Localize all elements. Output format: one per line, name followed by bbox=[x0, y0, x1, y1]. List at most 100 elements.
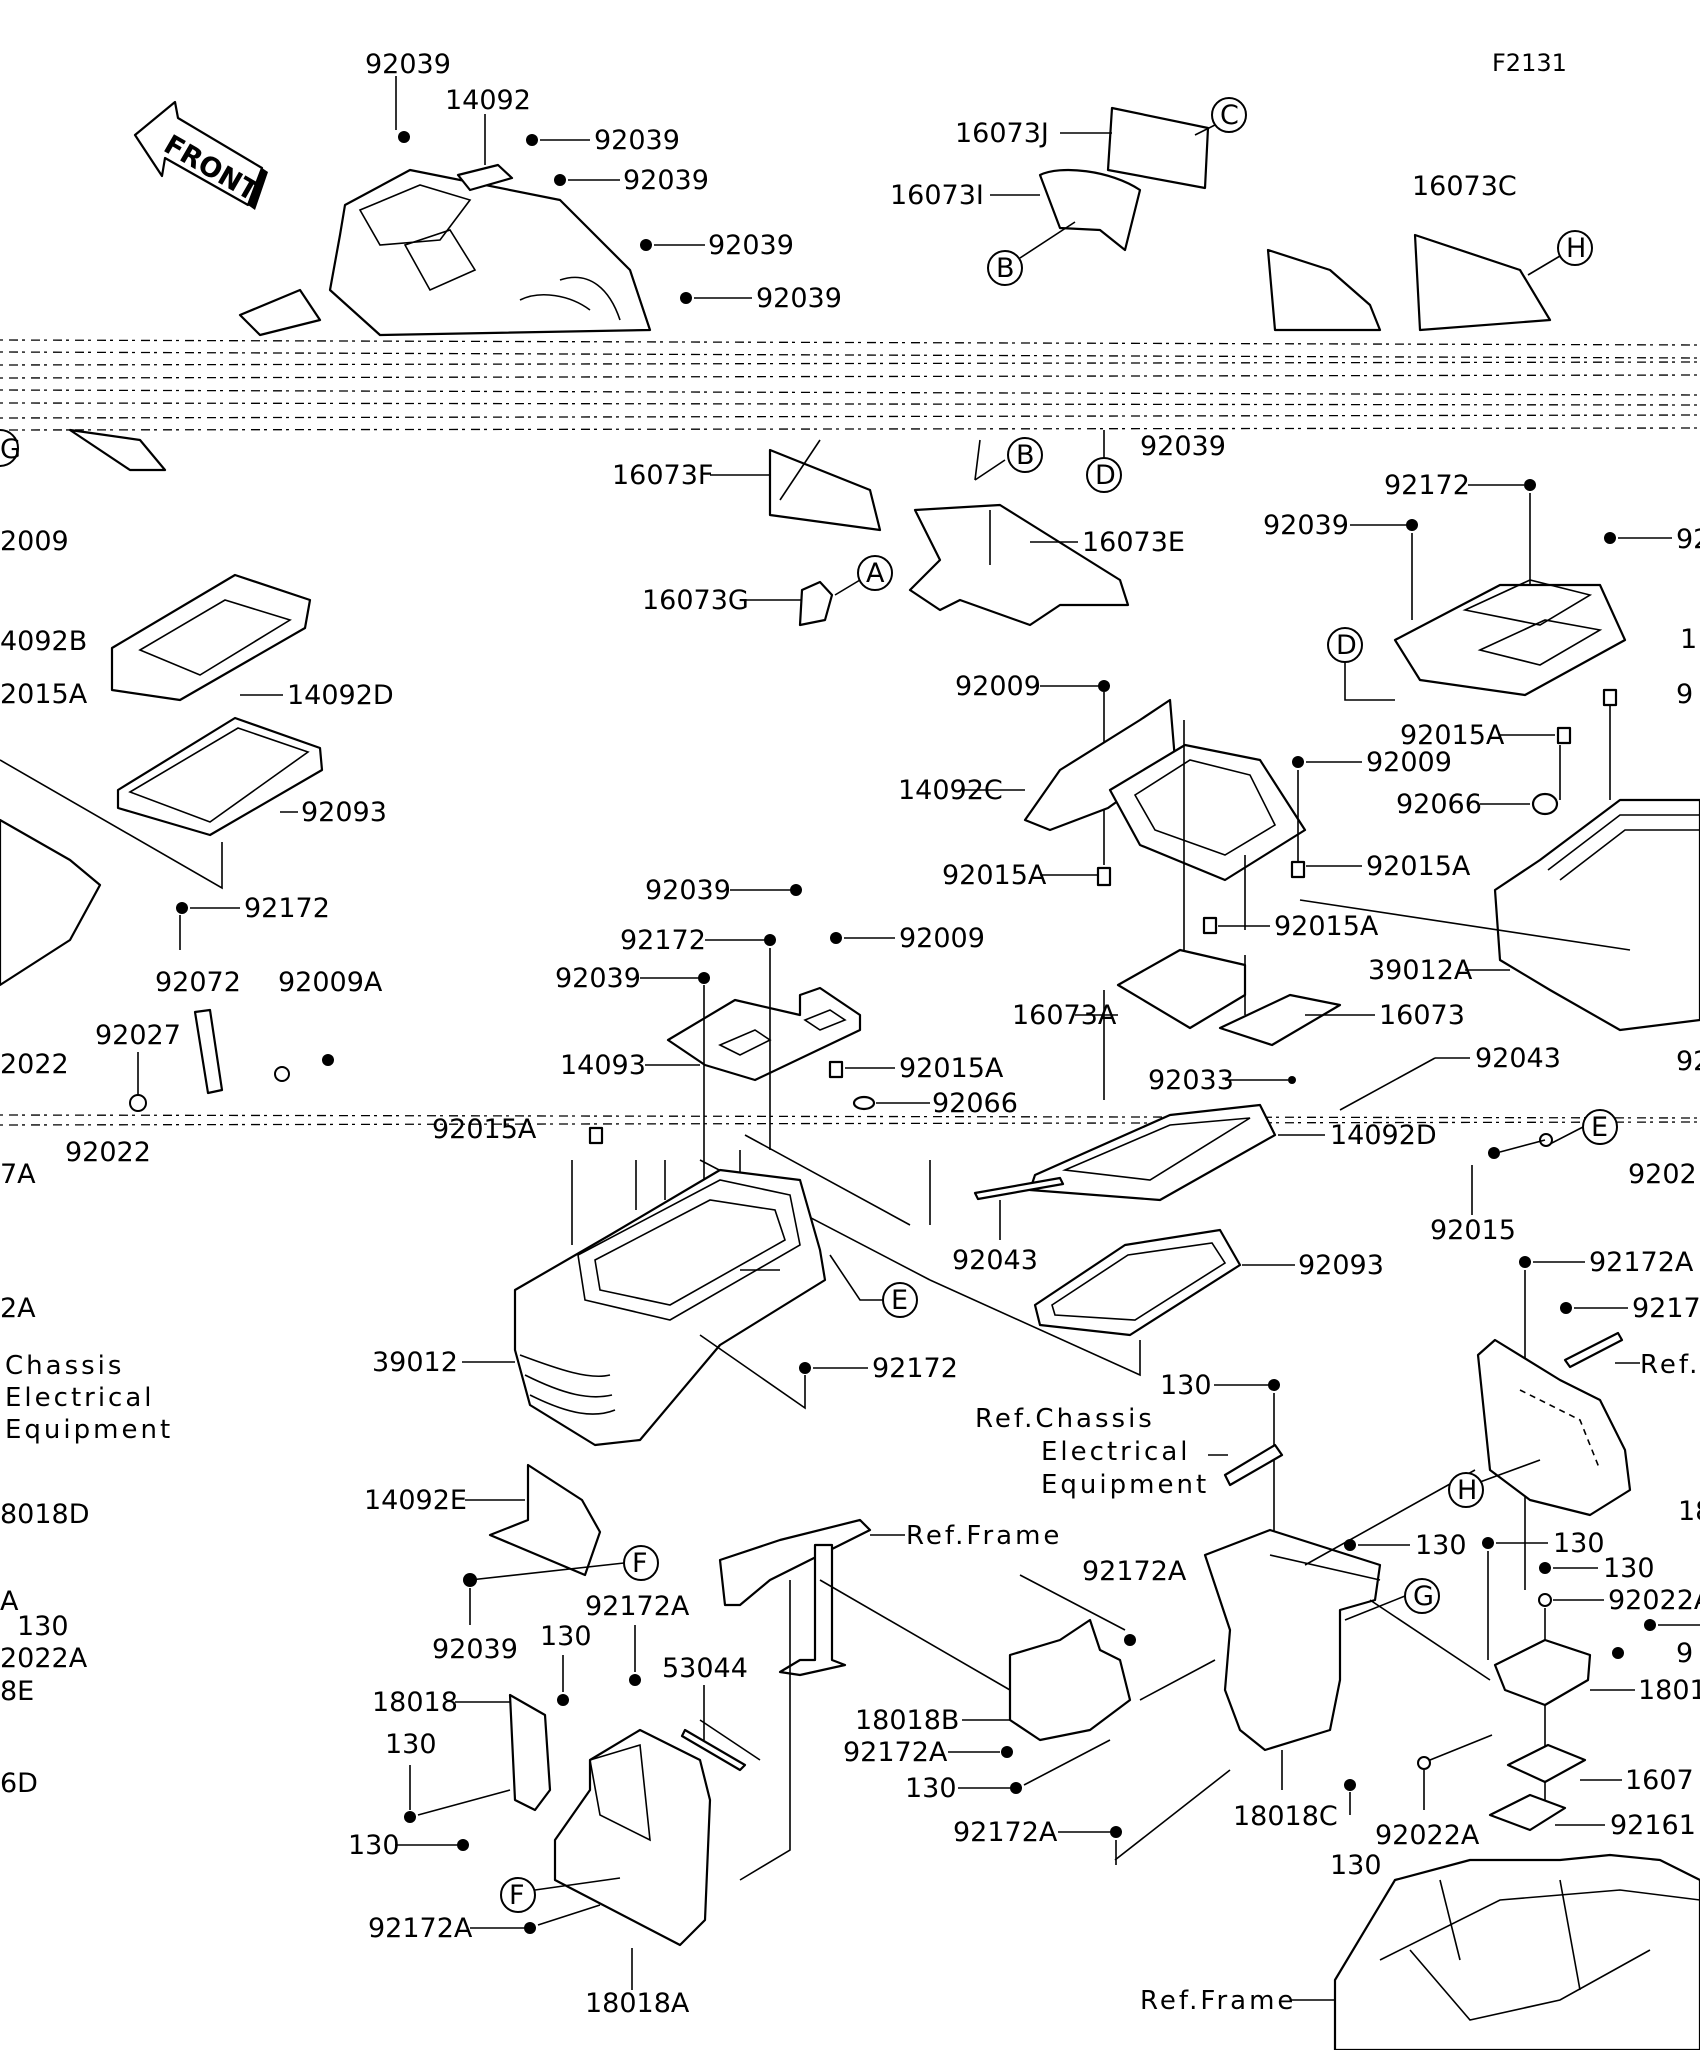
label-130-left: 130 bbox=[17, 1611, 69, 1642]
callout-f-lower: F bbox=[509, 1880, 525, 1911]
label-16073G: 16073G bbox=[642, 585, 749, 616]
label-2022A-left: 2022A bbox=[0, 1643, 88, 1674]
label-130-c: 130 bbox=[385, 1729, 437, 1760]
label-92015: 92015 bbox=[1430, 1215, 1516, 1246]
ref-chassis-left-1: Chassis bbox=[5, 1351, 124, 1381]
label-92039-d: 92039 bbox=[708, 230, 794, 261]
ref-frame-center: Ref.Frame bbox=[906, 1521, 1062, 1551]
ref-frame-bottom: Ref.Frame bbox=[1140, 1986, 1296, 2016]
label-92009-d: 92009 bbox=[899, 923, 985, 954]
label-92039-j: 92039 bbox=[432, 1634, 518, 1665]
plate-14092E bbox=[488, 1463, 602, 1577]
label-14092E: 14092E bbox=[364, 1485, 467, 1516]
callout-b-mid: B bbox=[1016, 440, 1035, 471]
label-92172A-c: 92172A bbox=[1082, 1556, 1187, 1587]
label-16073J: 16073J bbox=[955, 118, 1049, 149]
callout-e-right: E bbox=[1591, 1112, 1608, 1143]
front-arrow-icon: FRONT bbox=[133, 100, 268, 210]
bracket-18018B bbox=[1008, 1618, 1132, 1742]
part-14092C bbox=[1023, 698, 1177, 832]
ref-chassis-center-2: Electrical bbox=[1041, 1437, 1191, 1467]
label-9-right: 9 bbox=[1676, 1638, 1693, 1669]
box-39012A bbox=[1493, 798, 1700, 1032]
label-92009-left: 2009 bbox=[0, 526, 69, 557]
pad-16073A bbox=[1116, 948, 1247, 1030]
label-A-left: A bbox=[0, 1586, 19, 1617]
label-92072: 92072 bbox=[155, 967, 241, 998]
label-9202-right: 9202 bbox=[1628, 1159, 1697, 1190]
label-14092D-left: 14092D bbox=[287, 680, 394, 711]
label-130-i: 130 bbox=[1330, 1850, 1382, 1881]
ref-chassis-left-2: Electrical bbox=[5, 1383, 155, 1413]
label-39012: 39012 bbox=[372, 1347, 458, 1378]
label-92015A-c2: 92015A bbox=[1366, 851, 1471, 882]
label-2A-left: 2A bbox=[0, 1293, 36, 1324]
label-92-right3: 92 bbox=[1676, 1046, 1700, 1077]
part-14092D-left bbox=[110, 573, 312, 702]
frame-bottom-right bbox=[1333, 1853, 1700, 2050]
label-92-right: 92 bbox=[1676, 524, 1700, 555]
box-39012 bbox=[513, 1168, 827, 1447]
label-92043-b: 92043 bbox=[952, 1245, 1038, 1276]
label-18018C: 18018C bbox=[1233, 1801, 1338, 1832]
label-39012A: 39012A bbox=[1368, 955, 1473, 986]
callout-d-right: D bbox=[1336, 630, 1357, 661]
label-92093-left: 92093 bbox=[301, 797, 387, 828]
label-92015A-d: 92015A bbox=[899, 1053, 1004, 1084]
label-92039-a: 92039 bbox=[365, 49, 451, 80]
label-92039-h: 92039 bbox=[645, 875, 731, 906]
label-92172-b: 92172 bbox=[620, 925, 706, 956]
ref-right-edge: Ref. bbox=[1640, 1350, 1700, 1380]
label-92009-c: 92009 bbox=[955, 671, 1041, 702]
callout-c-top: C bbox=[1220, 100, 1239, 131]
label-92172A-r1: 92172A bbox=[1589, 1247, 1694, 1278]
callout-g-center: G bbox=[1413, 1581, 1434, 1612]
label-92015A-c3: 92015A bbox=[1274, 911, 1379, 942]
label-92039-e: 92039 bbox=[756, 283, 842, 314]
label-92022-l2: 92022 bbox=[65, 1137, 151, 1168]
figure-code: F2131 bbox=[1492, 49, 1567, 77]
label-1801-right: 1801 bbox=[1638, 1675, 1700, 1706]
pad-16073 bbox=[1218, 993, 1342, 1047]
label-53044: 53044 bbox=[662, 1653, 748, 1684]
label-92066-a: 92066 bbox=[932, 1088, 1018, 1119]
label-92015A-e: 92015A bbox=[432, 1114, 537, 1145]
label-6D: 6D bbox=[0, 1768, 38, 1799]
label-14092C: 14092C bbox=[898, 775, 1003, 806]
callout-b-top: B bbox=[996, 253, 1015, 284]
label-130-h: 130 bbox=[1603, 1553, 1655, 1584]
label-18018A: 18018A bbox=[585, 1988, 690, 2019]
label-92172A-a: 92172A bbox=[585, 1591, 690, 1622]
plate-right-upper bbox=[1393, 583, 1627, 697]
callout-h-top: H bbox=[1566, 233, 1586, 264]
top-console-assembly bbox=[238, 163, 652, 337]
label-1607-right: 1607 bbox=[1625, 1765, 1694, 1796]
label-92161: 92161 bbox=[1610, 1810, 1696, 1841]
label-16073: 16073 bbox=[1379, 1000, 1465, 1031]
label-18018: 18018 bbox=[372, 1687, 458, 1718]
label-92022A-right: 92022A bbox=[1608, 1585, 1700, 1616]
label-92039-g: 92039 bbox=[1263, 510, 1349, 541]
label-14093: 14093 bbox=[560, 1050, 646, 1081]
label-92-right2: 9 bbox=[1676, 679, 1693, 710]
seal-92093-left bbox=[116, 716, 324, 837]
callout-a-mid: A bbox=[866, 558, 885, 589]
label-92009-c2: 92009 bbox=[1366, 747, 1452, 778]
label-92022A-bottom: 92022A bbox=[1375, 1820, 1480, 1851]
label-14092: 14092 bbox=[445, 85, 531, 116]
bracket-1801 bbox=[1493, 1638, 1592, 1707]
label-92027: 92027 bbox=[95, 1020, 181, 1051]
plate-18018 bbox=[508, 1693, 552, 1812]
label-18-right: 18 bbox=[1678, 1496, 1700, 1527]
pad-16073F bbox=[768, 448, 882, 532]
label-14092D-center: 14092D bbox=[1330, 1120, 1437, 1151]
label-1-right: 1 bbox=[1680, 624, 1697, 655]
label-8018D: 8018D bbox=[0, 1499, 90, 1530]
label-92172-left: 92172 bbox=[244, 893, 330, 924]
seal-92093-center bbox=[1033, 1228, 1242, 1337]
pad-16073I bbox=[1038, 168, 1142, 252]
label-92066-right: 92066 bbox=[1396, 789, 1482, 820]
label-130-g: 130 bbox=[1553, 1528, 1605, 1559]
label-130-d: 130 bbox=[348, 1830, 400, 1861]
